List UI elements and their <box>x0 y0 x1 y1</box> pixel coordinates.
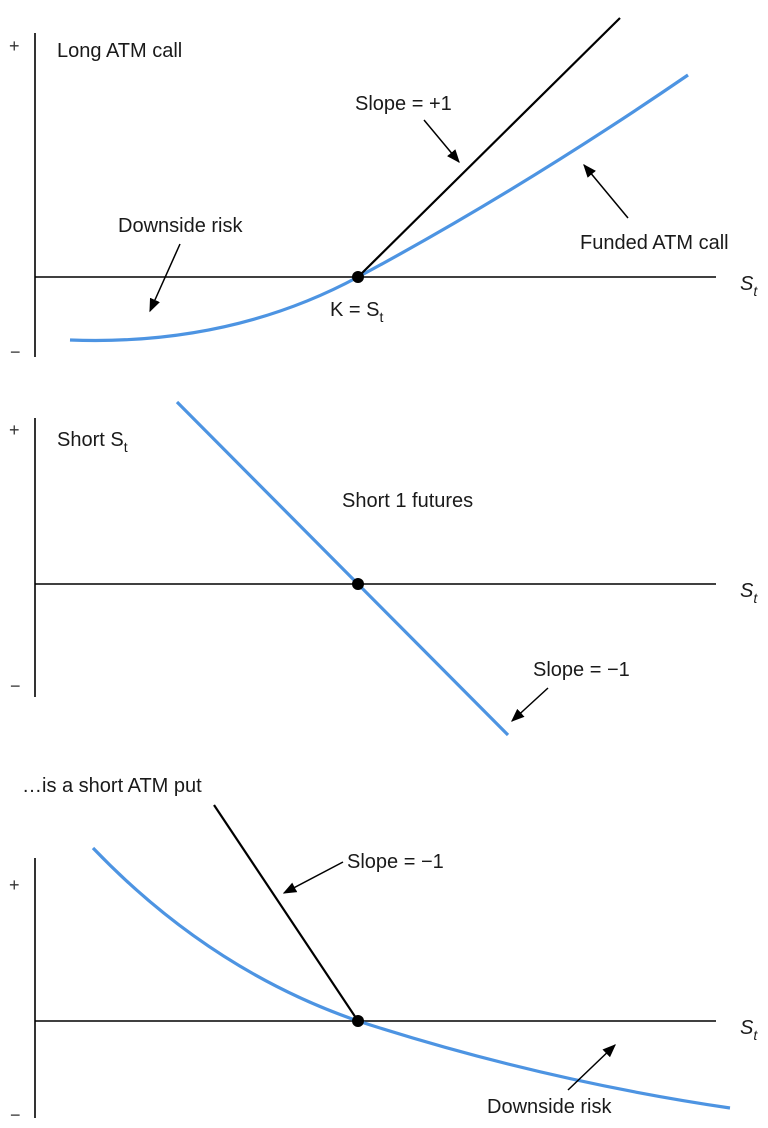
slope-line <box>357 17 621 278</box>
panel-title: Short St <box>57 429 128 455</box>
downside-arrow <box>149 243 181 313</box>
downside-annotation: Downside risk <box>118 215 243 237</box>
downside-annotation: Downside risk <box>487 1096 612 1118</box>
short-futures-line <box>175 400 510 737</box>
minus-sign: − <box>10 676 21 696</box>
minus-sign: − <box>10 1105 21 1125</box>
slope-arrow <box>423 119 460 164</box>
slope-arrow <box>511 687 549 722</box>
short-put-curve <box>91 846 731 1110</box>
panel-short-futures: + − Short St St Short 1 futures Slope = … <box>9 400 758 737</box>
slope-annotation: Slope = −1 <box>347 851 444 873</box>
line-annotation: Short 1 futures <box>342 490 473 512</box>
x-axis-label: St <box>740 580 758 606</box>
slope-annotation: Slope = +1 <box>355 93 452 115</box>
minus-sign: − <box>10 342 21 362</box>
x-axis-label: St <box>740 1017 758 1043</box>
plus-sign: + <box>9 875 20 895</box>
curve-arrow <box>583 163 629 219</box>
slope-arrow <box>282 861 344 894</box>
panel-title: Long ATM call <box>57 40 182 62</box>
panel-short-atm-put: + − …is a short ATM put St Slope = −1 Do… <box>9 775 758 1125</box>
plus-sign: + <box>9 36 20 56</box>
slope-annotation: Slope = −1 <box>533 659 630 681</box>
panel-title: …is a short ATM put <box>22 775 202 797</box>
strike-point <box>352 271 364 283</box>
panel-long-atm-call: + − Long ATM call St Slope = +1 Downside… <box>9 17 758 362</box>
strike-label: K = St <box>330 299 383 325</box>
curve-annotation: Funded ATM call <box>580 232 729 254</box>
downside-arrow <box>567 1044 616 1091</box>
x-axis-label: St <box>740 273 758 299</box>
strike-point <box>352 578 364 590</box>
plus-sign: + <box>9 420 20 440</box>
slope-line <box>213 804 359 1022</box>
strike-point <box>352 1015 364 1027</box>
